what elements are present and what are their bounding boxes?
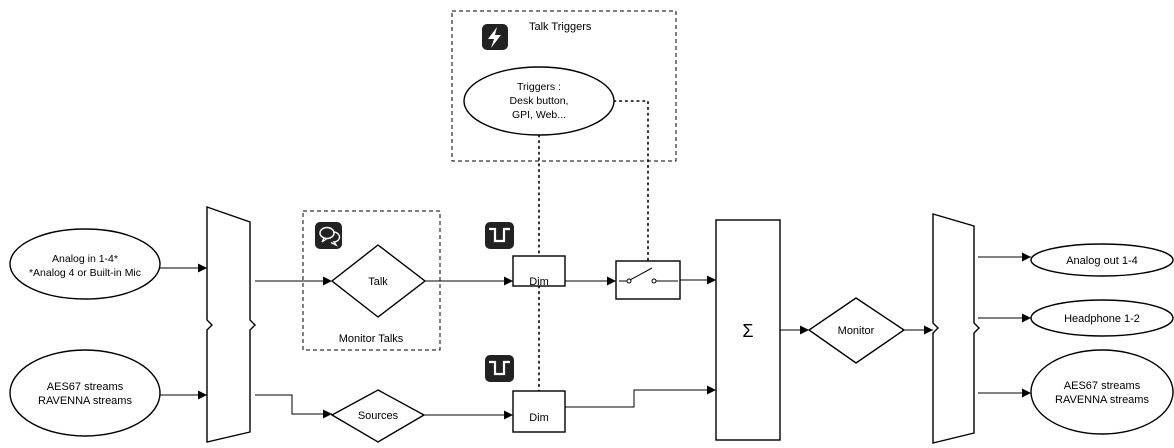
triggers-line3: GPI, Web... <box>512 109 566 121</box>
analog-in-line1: Analog in 1-4* <box>52 253 118 265</box>
monitor-node: Monitor <box>807 297 906 364</box>
dim-top-node: Dim <box>512 255 566 288</box>
triggers-line2: Desk button, <box>510 95 569 107</box>
headphone-out-label: Headphone 1-2 <box>1064 313 1140 325</box>
talk-switch <box>615 260 681 300</box>
streams-in-line2: RAVENNA streams <box>38 395 132 407</box>
triggers-node: Triggers : Desk button, GPI, Web... <box>463 66 615 136</box>
talk-label: Talk <box>368 276 388 288</box>
streams-out-line1: AES67 streams <box>1064 380 1141 392</box>
output-router <box>932 213 980 444</box>
streams-out-line2: RAVENNA streams <box>1055 394 1149 406</box>
sources-node: Sources <box>330 389 426 443</box>
pulse-step-icon <box>485 355 514 382</box>
analog-in-line2: *Analog 4 or Built-in Mic <box>29 267 141 279</box>
headphone-out-node: Headphone 1-2 <box>1030 299 1174 337</box>
pulse-step-icon <box>485 222 514 249</box>
speech-bubbles-icon <box>315 222 342 249</box>
talk-triggers-group <box>451 10 677 162</box>
control-lines <box>538 100 649 392</box>
talk-node: Talk <box>330 244 427 318</box>
signal-wires <box>160 252 1031 420</box>
sum-node: Σ <box>715 219 781 441</box>
input-router <box>206 206 256 443</box>
monitor-talks-label: Monitor Talks <box>339 333 404 345</box>
talk-triggers-label: Talk Triggers <box>529 21 592 33</box>
analog-out-node: Analog out 1-4 <box>1030 243 1174 277</box>
dim-bottom-label: Dim <box>529 412 549 424</box>
analog-out-label: Analog out 1-4 <box>1066 255 1138 267</box>
streams-out-node: AES67 streams RAVENNA streams <box>1030 349 1174 435</box>
dim-top-label: Dim <box>529 276 549 288</box>
analog-in-node: Analog in 1-4* *Analog 4 or Built-in Mic <box>9 228 161 300</box>
monitor-label: Monitor <box>838 325 875 337</box>
streams-in-line1: AES67 streams <box>47 381 124 393</box>
triggers-line1: Triggers : <box>517 81 561 93</box>
dim-bottom-node: Dim <box>512 390 566 433</box>
streams-in-node: AES67 streams RAVENNA streams <box>9 349 161 437</box>
sources-label: Sources <box>358 410 399 422</box>
sum-label: Σ <box>742 321 753 341</box>
lightning-bolt-icon <box>482 24 508 50</box>
